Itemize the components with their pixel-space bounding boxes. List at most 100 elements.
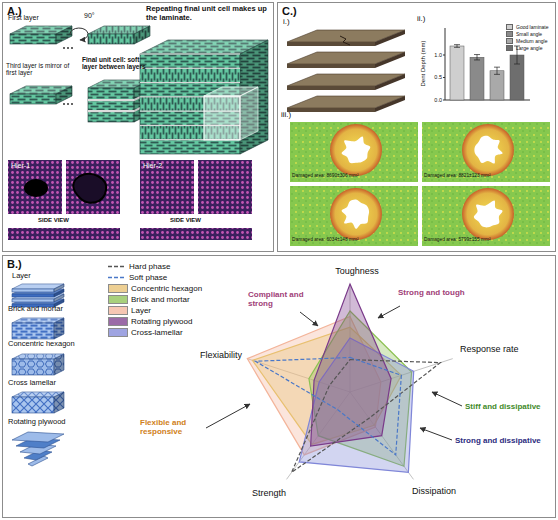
property-callout: Flexible and responsive — [140, 418, 208, 436]
damage-hole — [474, 136, 502, 164]
figure-label: Brick and mortar — [8, 305, 88, 314]
legend-text: Medium angle — [516, 38, 547, 44]
damage-zone — [330, 124, 382, 176]
dashed-sample — [108, 277, 126, 278]
block-shade — [54, 284, 64, 292]
property-callout: Strong and tough — [398, 288, 478, 297]
figure-label: Dent Depth (mm) — [420, 31, 427, 95]
figure-label: iii.) — [281, 110, 301, 119]
figure-label: Hier-1 — [11, 162, 51, 170]
legend-entry: Concentric hexagon — [108, 284, 202, 293]
block-shade — [240, 40, 268, 154]
legend-swatch — [506, 38, 513, 44]
scan-background — [422, 122, 550, 182]
block-front — [88, 88, 134, 122]
legend-entry: Medium angle — [506, 38, 547, 44]
error-bar — [474, 55, 480, 60]
property-callout: Strong and dissipative — [455, 436, 553, 445]
brick-mortar-icon — [12, 318, 64, 339]
figure-label: Damaged area: 6034±148 mm² — [292, 237, 382, 243]
figure-label: Damaged area: 8821±123 mm² — [424, 173, 514, 179]
damage-hole — [474, 200, 503, 227]
block-front — [88, 34, 134, 44]
legend-entry: Hard phase — [108, 262, 170, 271]
block-front — [12, 359, 54, 375]
radar-axis-label: Response rate — [460, 344, 540, 354]
block-side — [54, 354, 64, 375]
legend-text: Layer — [131, 306, 151, 315]
damage-zone — [330, 188, 382, 240]
legend-text: Hard phase — [129, 262, 170, 271]
dashed-sample — [108, 266, 126, 267]
impact-test-illustration — [287, 28, 550, 246]
plate-edge — [287, 42, 375, 46]
legend-swatch — [506, 45, 513, 51]
block-shade — [54, 318, 64, 339]
legend-text: Rotating plywood — [131, 317, 192, 326]
figure-label: SIDE VIEW — [38, 217, 98, 224]
figure-label: Third layer is mirror of first layer — [6, 62, 80, 77]
block-side — [54, 392, 64, 413]
highlight-face — [204, 96, 240, 140]
legend-swatch — [108, 295, 128, 304]
cross-lamellar-icon — [12, 392, 64, 413]
callout-arrow — [206, 404, 250, 428]
dent-bar — [450, 46, 464, 100]
figure-label: Final unit cell: soft layer between laye… — [82, 56, 152, 71]
radar-axis-label: Toughness — [322, 266, 392, 276]
axis-tick — [443, 55, 445, 56]
legend-swatch — [108, 328, 128, 337]
laminate-block — [140, 40, 268, 154]
sequence-dot — [67, 47, 69, 49]
first-layer — [10, 26, 72, 44]
dent-bar — [490, 71, 504, 100]
micrograph — [140, 160, 194, 214]
error-bar — [454, 45, 460, 48]
radar-chart — [206, 284, 462, 479]
figure-label: Concentric hexagon — [8, 340, 98, 349]
block-side — [54, 284, 64, 292]
legend-text: Brick and mortar — [131, 295, 190, 304]
figure-label: Rotating plywood — [8, 418, 88, 427]
figure-label: SIDE VIEW — [170, 217, 230, 224]
figure-label: Damaged area: 8690±306 mm² — [292, 173, 382, 179]
block-shade — [56, 26, 72, 44]
error-bar — [494, 67, 500, 74]
figure-label: Repeating final unit cell makes up the l… — [146, 5, 270, 22]
third-layer — [10, 86, 72, 104]
unit-cell-highlight — [204, 87, 258, 140]
plate-edge — [375, 74, 405, 90]
micrograph — [8, 160, 62, 214]
axis-tick — [443, 100, 445, 101]
hexagon-icon — [12, 354, 64, 375]
sequence-dot — [63, 47, 65, 49]
impact-damage — [73, 174, 106, 203]
legend-text: Small angle — [516, 31, 542, 37]
figure-label: Damaged area: 5799±155 mm² — [424, 237, 514, 243]
callout-arrow — [300, 312, 318, 326]
scan-background — [290, 122, 418, 182]
block-front — [12, 397, 54, 413]
plate-edge — [287, 108, 375, 112]
second-layer — [88, 26, 150, 44]
plate-edge — [375, 96, 405, 112]
damage-hole — [342, 199, 369, 228]
panel-letter: C.) — [282, 5, 297, 17]
legend-entry: Large angle — [506, 45, 542, 51]
micrographs — [8, 160, 252, 240]
figure-label: 0.5 — [424, 74, 442, 80]
plywood-icon — [12, 432, 64, 442]
radar-outline — [256, 357, 402, 454]
block-shade — [54, 354, 64, 375]
impact-hole — [24, 179, 48, 197]
block-front — [140, 54, 240, 154]
sequence-dot — [71, 103, 73, 105]
figure-label: 0.0 — [424, 97, 442, 103]
block-front — [10, 34, 56, 44]
micrograph — [198, 160, 252, 214]
soft-layer — [88, 110, 134, 112]
figure-label: Hier-2 — [143, 162, 183, 170]
soft-layer — [140, 82, 240, 83]
figure-label: i.) — [283, 17, 303, 26]
plate-edge — [287, 64, 375, 68]
